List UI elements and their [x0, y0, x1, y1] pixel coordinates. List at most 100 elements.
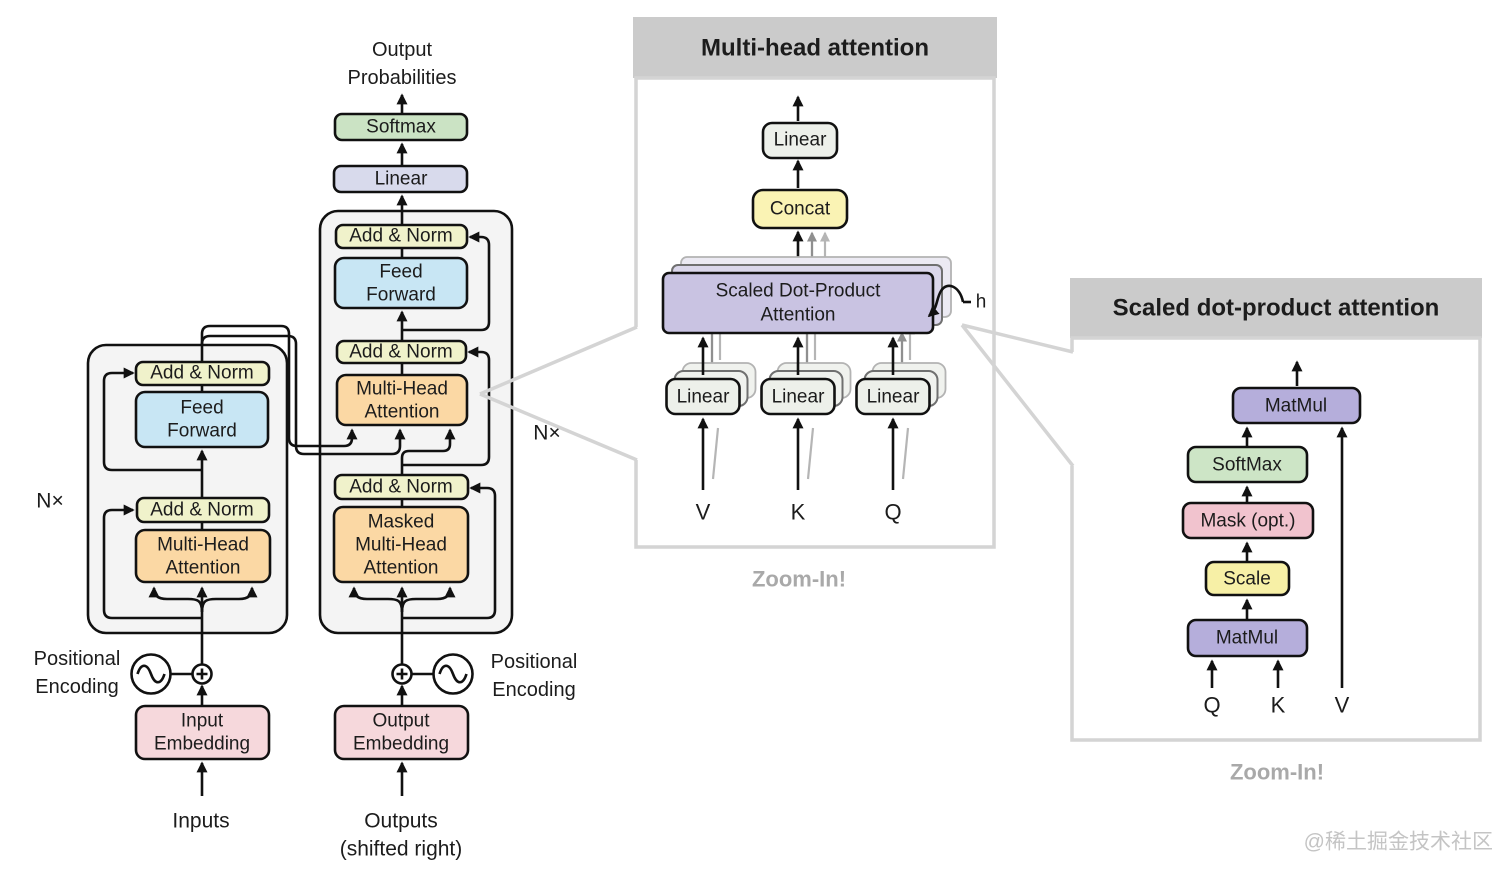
input-embedding-label: Input: [181, 711, 224, 732]
transformer-diagram: Output Probabilities Softmax Linear Add …: [34, 39, 578, 861]
add-norm-label: Add & Norm: [150, 363, 253, 384]
output-embedding-box: [333, 704, 470, 761]
split-branch: [348, 586, 404, 613]
add-norm-box: [134, 360, 271, 387]
feed-forward-box: [333, 256, 469, 310]
matmul-label: MatMul: [1216, 628, 1278, 649]
zoom-in-caption: Zoom-In!: [1230, 760, 1324, 785]
callout-line: [961, 323, 1074, 354]
output-embedding-label: Embedding: [353, 734, 449, 755]
multi-head-attention-box: [134, 528, 272, 584]
multi-head-attention-box: [335, 373, 469, 427]
shadow-arrow: [710, 333, 902, 367]
outputs-label: Outputs: [364, 810, 438, 833]
residual-path: [102, 367, 202, 472]
add-norm-box: [135, 496, 271, 524]
multi-head-attention-label: Multi-Head: [157, 535, 249, 556]
split-branch: [148, 586, 204, 613]
softmax-label: Softmax: [366, 117, 436, 138]
k-input-label: K: [1271, 693, 1286, 718]
output-embedding-label: Output: [372, 711, 430, 732]
add-norm-label: Add & Norm: [150, 500, 253, 521]
linear-label: Linear: [677, 387, 730, 408]
feed-forward-label: Feed: [180, 398, 223, 419]
masked-mha-label: Masked: [368, 512, 435, 533]
callout-line: [479, 325, 638, 396]
split-branch: [200, 586, 258, 613]
positional-encoding-label: Encoding: [35, 676, 118, 698]
softmax-box: [1186, 445, 1309, 484]
linear-label: Linear: [772, 387, 825, 408]
h-count-hook-arrow: [927, 284, 965, 318]
add-norm-label: Add & Norm: [349, 226, 452, 247]
masked-mha-label: Attention: [364, 558, 439, 579]
matmul-label: MatMul: [1265, 396, 1327, 417]
add-norm-box: [333, 473, 470, 501]
shadow-line: [711, 427, 910, 480]
feed-forward-label: Feed: [379, 262, 422, 283]
multi-head-attention-label: Multi-Head: [356, 379, 448, 400]
callout-line: [479, 392, 638, 462]
scaled-dot-product-attention-panel: Scaled dot-product attention MatMul Soft…: [960, 278, 1482, 785]
masked-multi-head-attention-box: [332, 505, 470, 584]
k-input-label: K: [791, 500, 806, 525]
residual-path: [402, 482, 497, 620]
add-norm-box: [335, 339, 468, 365]
panel-title: Scaled dot-product attention: [1113, 295, 1440, 322]
split-branch: [400, 586, 456, 613]
mask-box: [1181, 501, 1315, 540]
outputs-label: (shifted right): [340, 838, 463, 861]
positional-encoding-label: Encoding: [492, 679, 575, 701]
residual-path: [402, 346, 491, 467]
concat-box: [751, 188, 849, 230]
masked-mha-label: Multi-Head: [355, 535, 447, 556]
matmul-box: [1231, 386, 1362, 425]
panel-border: [634, 76, 996, 549]
watermark: @稀土掘金技术社区: [1304, 831, 1493, 854]
concat-label: Concat: [770, 199, 831, 220]
nx-label: N×: [533, 422, 560, 445]
linear-label: Linear: [867, 387, 920, 408]
plus-icon: [196, 668, 208, 680]
feed-forward-label: Forward: [366, 285, 436, 306]
linear-box: [332, 164, 469, 194]
add-norm-label: Add & Norm: [349, 342, 452, 363]
linear-label: Linear: [375, 169, 428, 190]
feed-forward-box: [134, 390, 270, 449]
query-path: [400, 428, 456, 477]
sine-wave-icon: [136, 664, 166, 684]
multi-head-attention-label: Attention: [166, 558, 241, 579]
linear-label: Linear: [774, 130, 827, 151]
h-label: h: [976, 292, 987, 313]
softmax-label: SoftMax: [1212, 455, 1282, 476]
panel-title-bar: [633, 17, 997, 78]
scale-box: [1204, 560, 1291, 597]
inputs-label: Inputs: [172, 810, 229, 833]
q-input-label: Q: [1203, 693, 1220, 718]
encoder-to-decoder-path: [200, 334, 406, 456]
multi-head-attention-label: Attention: [365, 402, 440, 423]
scaled-dot-product-attention-box: [661, 271, 935, 335]
multi-head-attention-panel: Multi-head attention Linear Concat Scale…: [479, 17, 997, 592]
linear-box: [760, 377, 836, 416]
matmul-box: [1186, 618, 1309, 658]
nx-label: N×: [36, 490, 63, 513]
feed-forward-label: Forward: [167, 421, 237, 442]
plus-icon: [396, 668, 408, 680]
encoder-block: [86, 343, 289, 635]
linear-box: [855, 377, 931, 416]
output-probabilities-label: Output: [372, 39, 432, 61]
panel-title-bar: [1070, 278, 1482, 338]
input-embedding-box: [134, 704, 271, 761]
positional-encoding-label: Positional: [34, 648, 121, 670]
sine-wave-icon: [438, 664, 468, 684]
panel-title: Multi-head attention: [701, 35, 929, 62]
panel-border: [1070, 336, 1482, 742]
linear-box: [761, 121, 839, 160]
sdpa-label: Scaled Dot-Product: [716, 281, 881, 302]
linear-box: [665, 377, 741, 416]
mask-label: Mask (opt.): [1200, 511, 1295, 532]
positional-encoding-label: Positional: [491, 651, 578, 673]
